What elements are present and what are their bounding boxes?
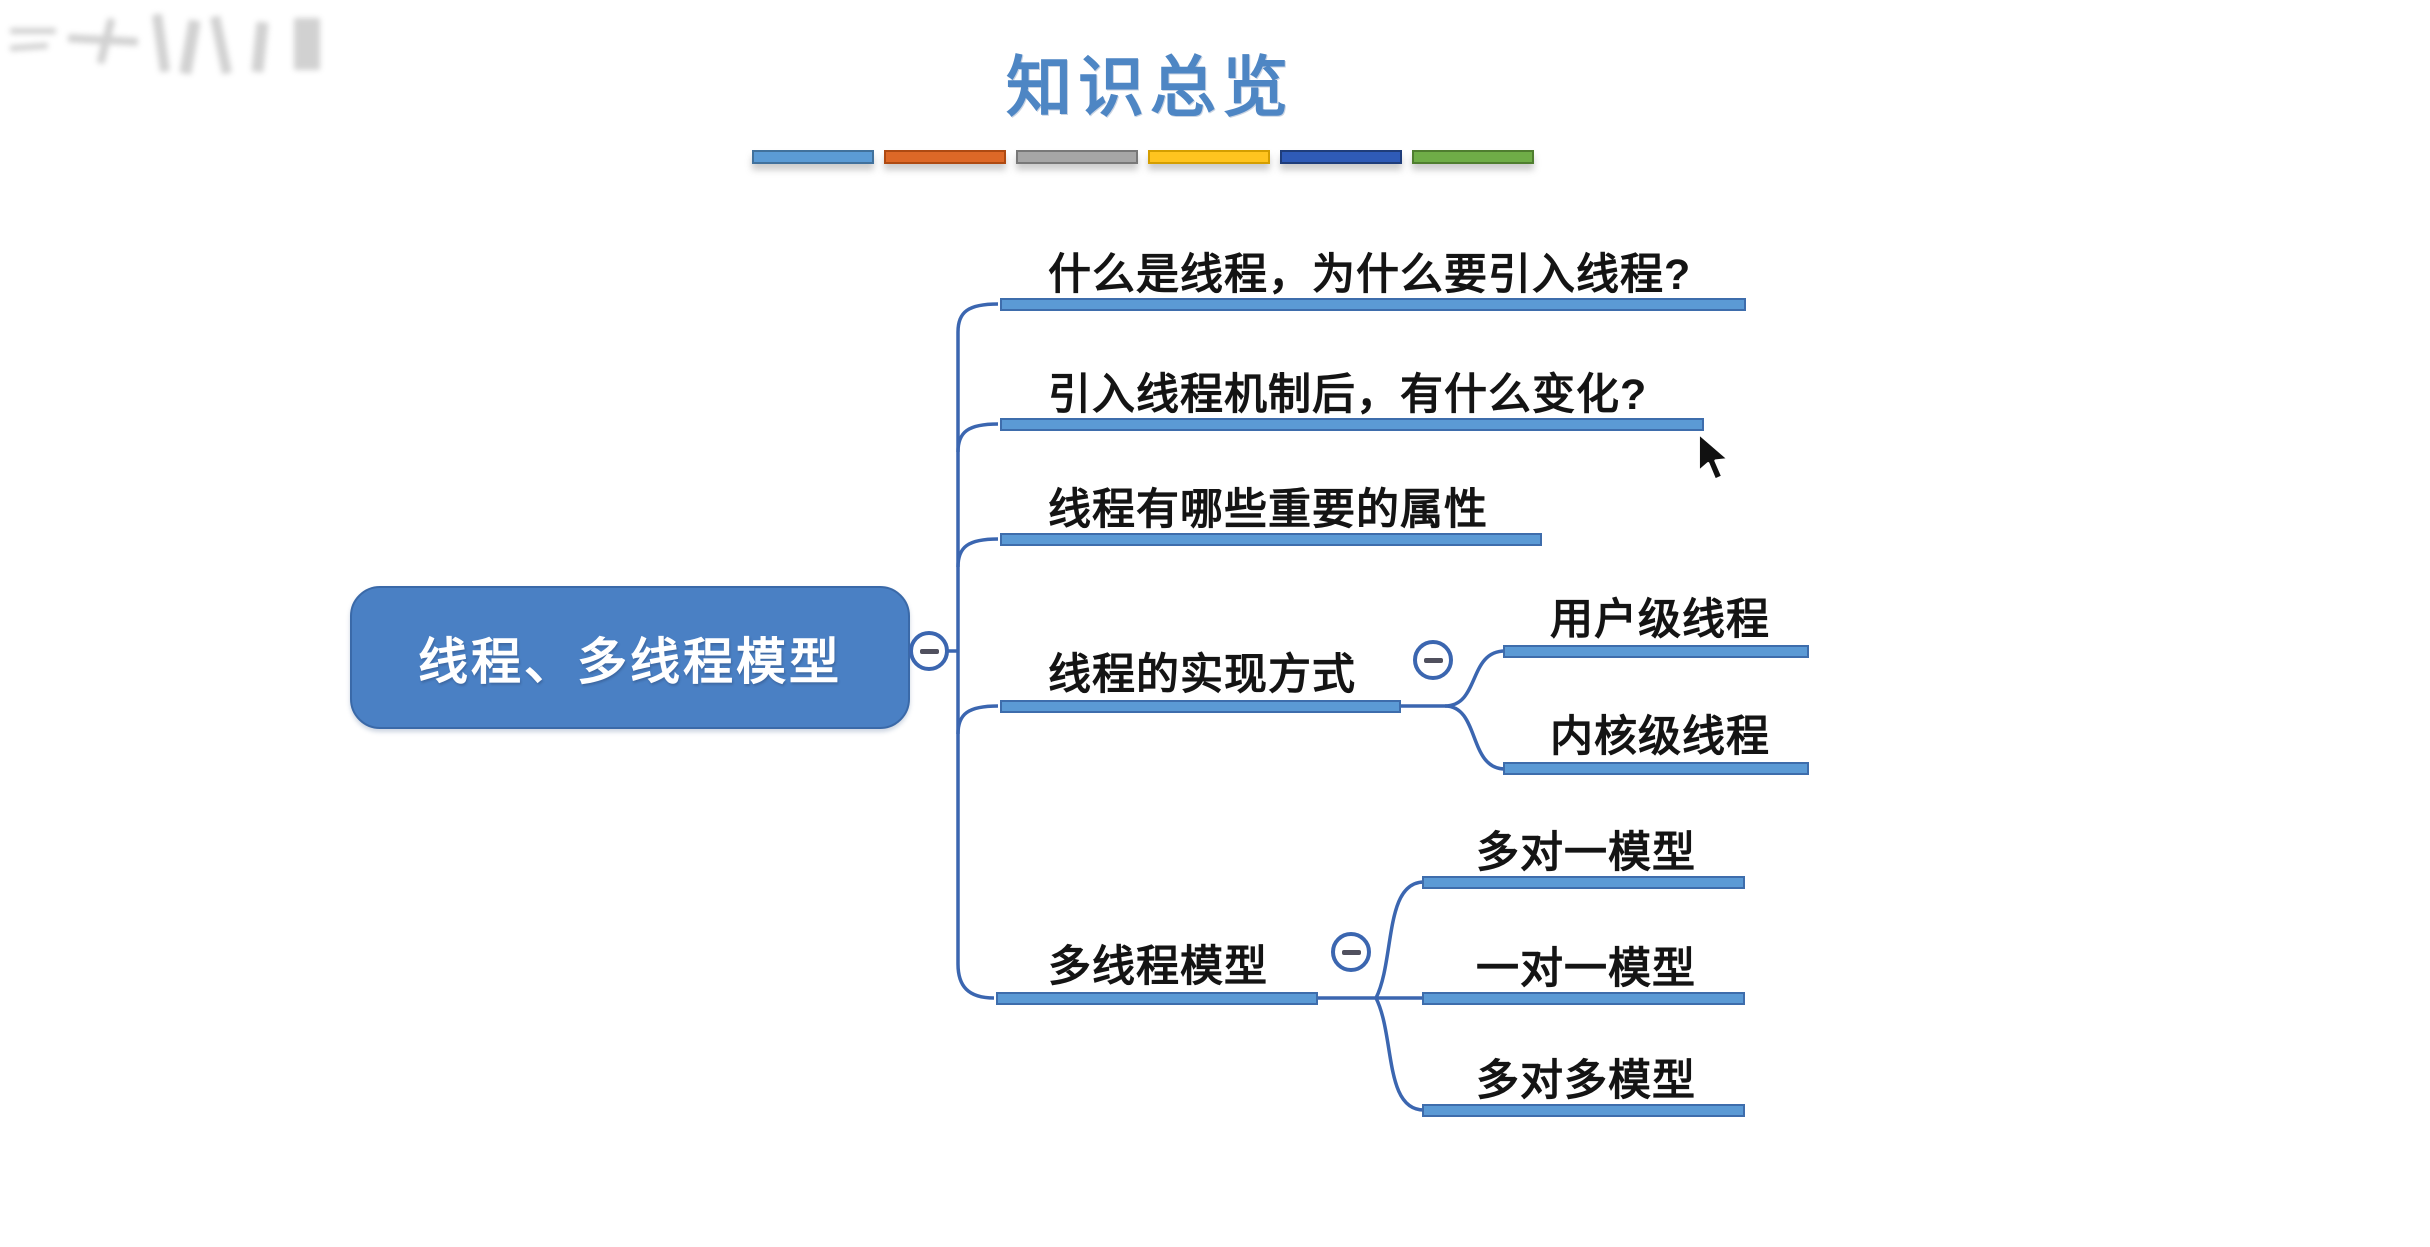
subtopic-underline (1422, 1104, 1745, 1117)
subtopic-one-to-one[interactable]: 一对一模型 (1476, 945, 1696, 993)
connector-fork5-down (1374, 997, 1425, 1112)
root-topic-label: 线程、多线程模型 (418, 633, 842, 690)
divider-dash-darkblue (1280, 150, 1402, 164)
minus-icon (919, 648, 939, 654)
subtopic-underline (1503, 762, 1809, 775)
subtopic-kernel-level-thread[interactable]: 内核级线程 (1550, 713, 1770, 761)
connector-branch2 (956, 422, 999, 453)
divider-dash-gray (1016, 150, 1138, 164)
minus-icon (1423, 657, 1443, 663)
branch-topic-1[interactable]: 什么是线程，为什么要引入线程? (1048, 251, 1692, 299)
divider-dash-yellow (1148, 150, 1270, 164)
subtopic-underline (1422, 992, 1745, 1005)
slide-title: 知识总览 (1006, 52, 1294, 125)
connector-branch4 (956, 704, 999, 735)
subtopic-many-to-many[interactable]: 多对多模型 (1476, 1057, 1696, 1105)
branch-topic-2[interactable]: 引入线程机制后，有什么变化? (1048, 371, 1648, 419)
branch-topic-3[interactable]: 线程有哪些重要的属性 (1048, 486, 1488, 534)
branch-underline-1 (1000, 298, 1746, 311)
divider-dash-green (1412, 150, 1534, 164)
root-topic[interactable]: 线程、多线程模型 (350, 586, 910, 729)
subtopic-many-to-one[interactable]: 多对一模型 (1476, 829, 1696, 877)
branch-underline-4 (1000, 700, 1401, 713)
collapse-button-branch5[interactable] (1331, 932, 1371, 972)
subtopic-underline (1503, 645, 1809, 658)
subtopic-user-level-thread[interactable]: 用户级线程 (1550, 596, 1770, 644)
divider-dash-blue (752, 150, 874, 164)
branch-topic-4[interactable]: 线程的实现方式 (1048, 651, 1356, 699)
branch-topic-5[interactable]: 多线程模型 (1048, 943, 1268, 991)
connector-fork4-down (1444, 704, 1506, 771)
connector-fork4-up (1444, 649, 1506, 708)
mouse-cursor-icon (1697, 432, 1731, 482)
branch-underline-5 (996, 992, 1318, 1005)
connector-trunk-top (956, 302, 999, 333)
branch-underline-3 (1000, 533, 1542, 546)
subtopic-underline (1422, 876, 1745, 889)
collapse-button-branch4[interactable] (1413, 640, 1453, 680)
watermark (6, 10, 346, 80)
divider-dash-orange (884, 150, 1006, 164)
minus-icon (1341, 949, 1361, 955)
branch-underline-2 (1000, 418, 1704, 431)
connector-fork5-up (1374, 880, 1425, 999)
connector-trunk-bottom (956, 963, 995, 1000)
collapse-button-root[interactable] (909, 631, 949, 671)
connector-branch3 (956, 537, 999, 568)
